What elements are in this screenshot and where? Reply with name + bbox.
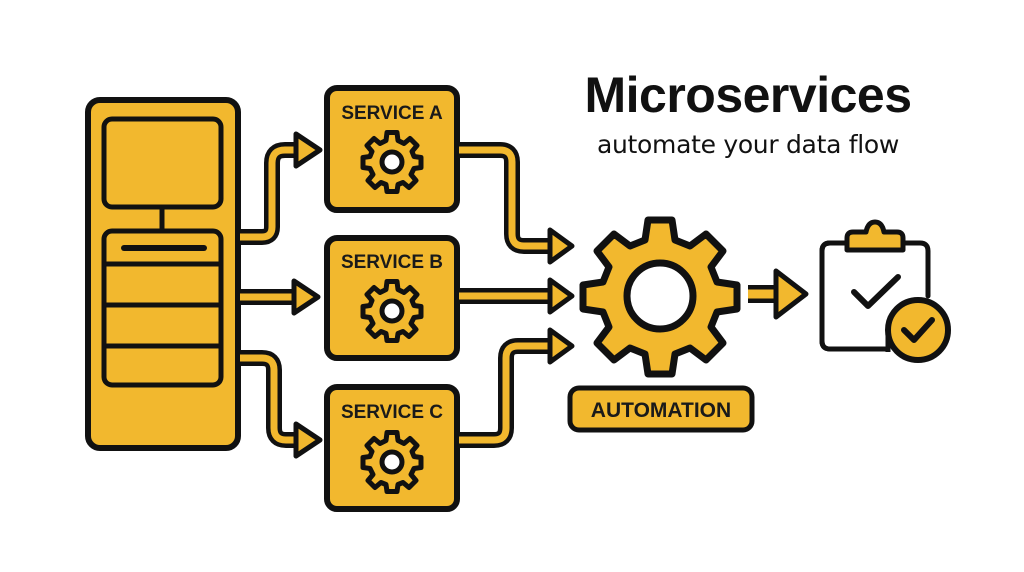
arrow-to-result	[748, 268, 809, 320]
service-b-label: SERVICE B	[341, 252, 443, 273]
arrow-to-service-b	[240, 278, 321, 316]
server-monitor-icon	[85, 97, 241, 451]
page-title: Microservices	[584, 67, 912, 123]
arrow-to-service-a	[240, 131, 323, 245]
service-a-box: SERVICE A	[324, 85, 460, 213]
automation-badge: AUTOMATION	[567, 385, 755, 433]
gear-icon	[363, 433, 421, 492]
page-subtitle: automate your data flow	[596, 130, 900, 159]
arrow-c-to-automation	[459, 327, 575, 448]
arrow-a-to-automation	[459, 142, 575, 265]
service-c-label: SERVICE C	[341, 402, 443, 423]
gear-icon	[363, 282, 421, 341]
arrow-b-to-automation	[459, 277, 575, 315]
automation-label: AUTOMATION	[591, 399, 731, 422]
clipboard-check-icon	[819, 219, 931, 353]
service-b-box: SERVICE B	[324, 235, 460, 361]
arrow-to-service-c	[240, 350, 323, 459]
service-a-label: SERVICE A	[341, 103, 443, 124]
automation-gear-icon	[579, 216, 741, 378]
service-c-box: SERVICE C	[324, 384, 460, 512]
gear-icon	[363, 133, 421, 192]
check-circle-icon	[885, 297, 951, 363]
